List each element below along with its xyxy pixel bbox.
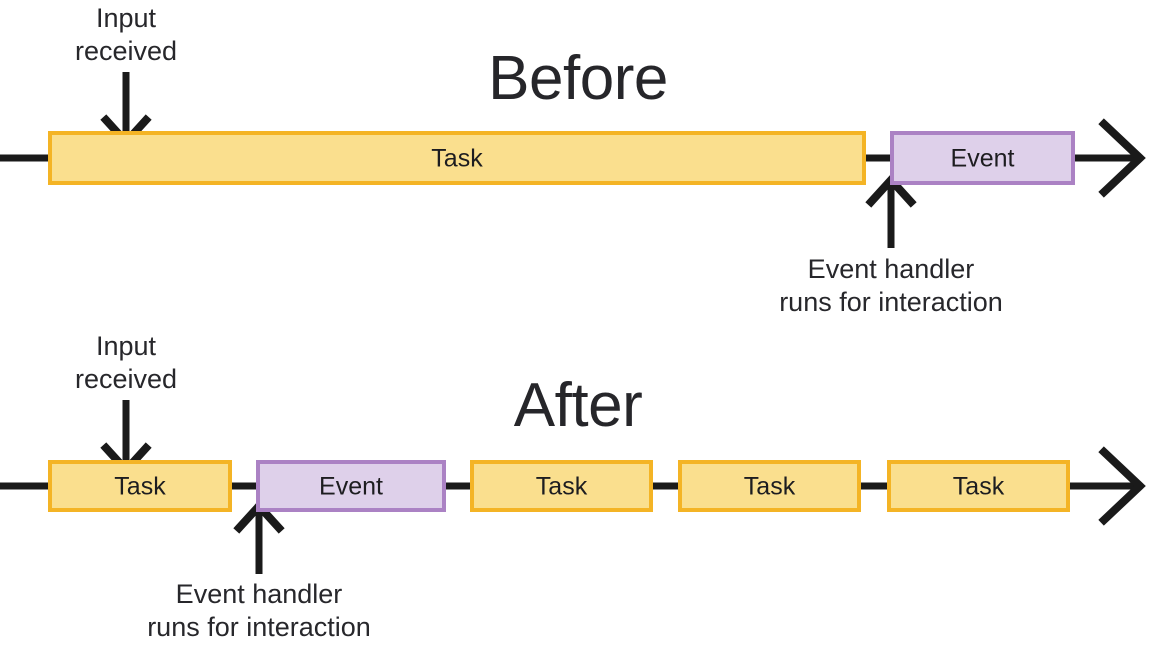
after-timeline-arrowhead (1098, 446, 1146, 526)
before-timeline-arrowhead (1098, 118, 1146, 198)
after-annotation-event-handler: Event handler runs for interaction (147, 579, 371, 642)
after-block-task-4 (678, 460, 861, 512)
after-block-task-3 (470, 460, 653, 512)
section-title-after: After (513, 371, 643, 440)
before-block-event-2 (890, 131, 1075, 185)
section-title-before: Before (488, 44, 668, 113)
before-annotation-event-handler: Event handler runs for interaction (779, 254, 1003, 317)
before-block-task-1 (48, 131, 866, 185)
before-annotation-input-received: Input received (74, 3, 178, 66)
after-block-task-5 (887, 460, 1070, 512)
after-annotation-input-received: Input received (74, 331, 178, 394)
after-block-event-2 (256, 460, 446, 512)
after-block-task-1 (48, 460, 232, 512)
